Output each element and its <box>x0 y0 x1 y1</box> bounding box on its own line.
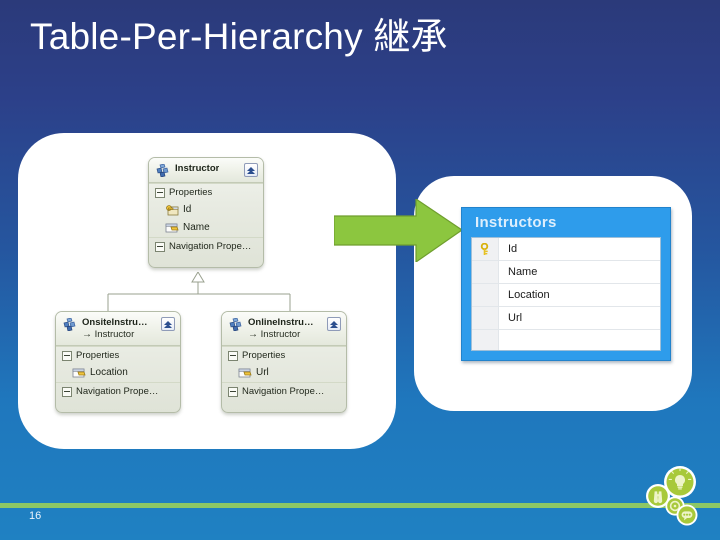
table-row-empty <box>472 330 660 350</box>
section-navigation-properties[interactable]: Navigation Prope… <box>222 382 346 400</box>
page-title: Table-Per-Hierarchy 継承 <box>30 16 448 57</box>
property-name: Name <box>183 222 210 233</box>
entity-header: OnlineInstru… → Instructor <box>222 312 346 346</box>
collapse-box-icon <box>228 351 238 361</box>
key-property-icon <box>166 205 179 216</box>
page-number: 16 <box>29 510 42 522</box>
entity-box-onsite-instructor[interactable]: OnsiteInstru… → Instructor Properties Lo… <box>55 311 181 413</box>
arrow-glyph: → <box>82 329 92 340</box>
chevron-up-icon[interactable] <box>244 163 258 177</box>
right-arrow-icon <box>334 199 462 262</box>
entity-icon <box>63 318 76 331</box>
column-name: Id <box>508 243 518 255</box>
entity-base-type: → Instructor <box>248 329 300 340</box>
section-label: Properties <box>242 350 286 361</box>
entity-name: Instructor <box>175 163 220 174</box>
row-gutter <box>472 330 499 350</box>
speech-bubble-icon <box>681 511 693 521</box>
table-row[interactable]: Location <box>472 284 660 307</box>
entity-base-type: → Instructor <box>82 329 134 340</box>
inheritance-connector <box>107 272 291 314</box>
logo <box>646 466 698 526</box>
section-navigation-properties[interactable]: Navigation Prope… <box>149 237 263 255</box>
entity-header: Instructor <box>149 158 263 183</box>
collapse-box-icon <box>155 188 165 198</box>
property-row[interactable]: Location <box>56 364 180 382</box>
entity-icon <box>229 318 242 331</box>
table-body: Id Name Location Url <box>471 237 661 351</box>
entity-footer <box>149 255 263 267</box>
column-name: Url <box>508 312 523 324</box>
property-name: Url <box>256 367 269 378</box>
collapse-box-icon <box>155 242 165 252</box>
row-gutter <box>472 261 499 283</box>
collapse-box-icon <box>62 387 72 397</box>
binoculars-icon <box>653 491 663 504</box>
row-gutter <box>472 307 499 329</box>
entity-name: OnlineInstru… <box>248 317 314 328</box>
collapse-box-icon <box>228 387 238 397</box>
section-label: Properties <box>169 187 213 198</box>
base-type-name: Instructor <box>94 329 135 340</box>
section-properties[interactable]: Properties <box>222 346 346 364</box>
footer-divider <box>0 503 720 508</box>
lightbulb-icon <box>668 467 692 490</box>
table-row[interactable]: Id <box>472 238 660 261</box>
column-name: Name <box>508 266 538 278</box>
section-navigation-properties[interactable]: Navigation Prope… <box>56 382 180 400</box>
arrow-glyph: → <box>248 329 258 340</box>
property-row[interactable]: Id <box>149 201 263 219</box>
property-row[interactable]: Url <box>222 364 346 382</box>
property-icon <box>165 223 179 233</box>
row-gutter <box>472 238 499 260</box>
section-label: Navigation Prope… <box>169 241 252 252</box>
chevron-up-icon[interactable] <box>327 317 341 331</box>
database-table-instructors: Instructors Id Name Locati <box>461 207 671 361</box>
property-name: Location <box>90 367 128 378</box>
entity-footer <box>222 400 346 412</box>
section-properties[interactable]: Properties <box>149 183 263 201</box>
row-gutter <box>472 284 499 306</box>
table-row[interactable]: Name <box>472 261 660 284</box>
section-label: Navigation Prope… <box>242 386 325 397</box>
section-label: Properties <box>76 350 120 361</box>
property-name: Id <box>183 204 192 215</box>
section-properties[interactable]: Properties <box>56 346 180 364</box>
chevron-up-icon[interactable] <box>161 317 175 331</box>
primary-key-icon <box>480 243 489 255</box>
property-icon <box>72 368 86 378</box>
table-name: Instructors <box>475 214 557 231</box>
entity-box-instructor[interactable]: Instructor Properties Id Name <box>148 157 264 268</box>
table-row[interactable]: Url <box>472 307 660 330</box>
entity-box-online-instructor[interactable]: OnlineInstru… → Instructor Properties Ur… <box>221 311 347 413</box>
entity-header: OnsiteInstru… → Instructor <box>56 312 180 346</box>
base-type-name: Instructor <box>260 329 301 340</box>
collapse-box-icon <box>62 351 72 361</box>
gear-icon <box>669 500 681 512</box>
section-label: Navigation Prope… <box>76 386 159 397</box>
entity-name: OnsiteInstru… <box>82 317 148 328</box>
column-name: Location <box>508 289 550 301</box>
entity-footer <box>56 400 180 412</box>
property-icon <box>238 368 252 378</box>
entity-icon <box>156 164 169 177</box>
property-row[interactable]: Name <box>149 219 263 237</box>
